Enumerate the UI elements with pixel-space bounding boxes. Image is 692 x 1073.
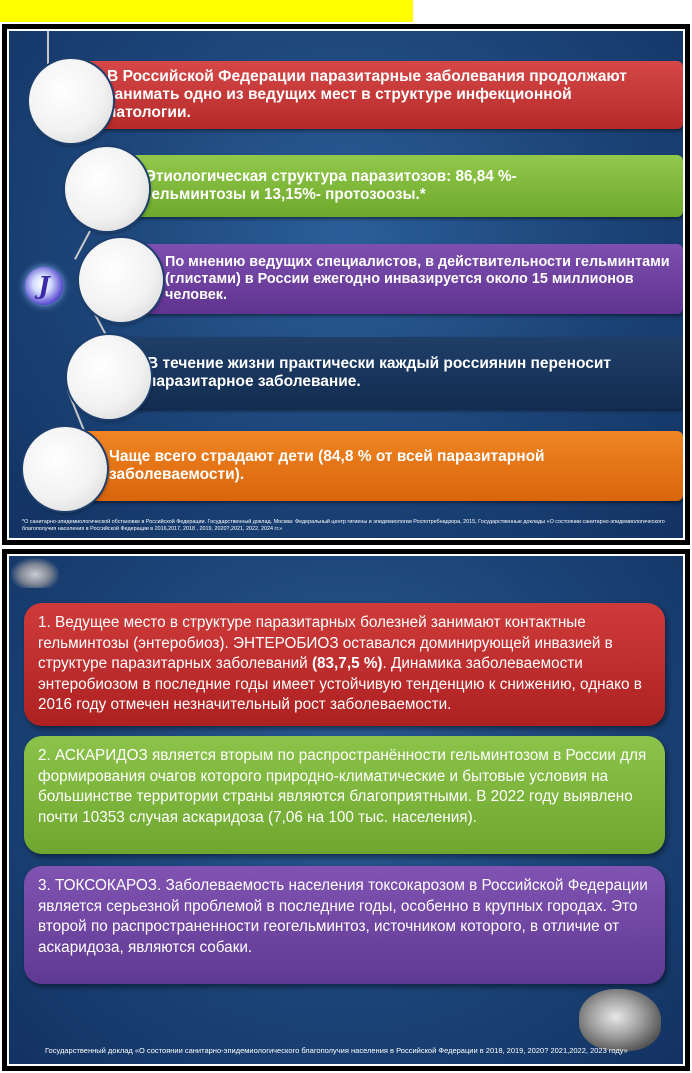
bullet-circle-1	[29, 59, 113, 143]
info-card-toxocariasis: 3. ТОКСОКАРОЗ. Заболеваемость населения …	[24, 866, 665, 984]
fact-band-3-text: По мнению ведущих специалистов, в действ…	[165, 253, 670, 304]
fact-band-2: Этиологическая структура паразитозов: 86…	[109, 155, 683, 217]
connector-line	[47, 31, 49, 71]
worm-image-top-left	[11, 558, 59, 588]
info-card-enterobiasis: 1. Ведущее место в структуре паразитарны…	[24, 603, 665, 726]
slide-2-footnote: Государственный доклад «О состоянии сани…	[45, 1046, 628, 1055]
info-card-2-text: 2. АСКАРИДОЗ является вторым по распрост…	[38, 747, 647, 826]
fact-band-4-text: В течение жизни практически каждый росси…	[147, 354, 611, 390]
slide-helminthiasis-details: 1. Ведущее место в структуре паразитарны…	[2, 549, 690, 1071]
fact-band-1: В Российской Федерации паразитарные забо…	[71, 61, 683, 129]
info-card-1-bold: (83,7,5 %)	[311, 655, 383, 672]
info-card-3-text: 3. ТОКСОКАРОЗ. Заболеваемость населения …	[38, 877, 648, 956]
fact-band-5-text: Чаще всего страдают дети (84,8 % от всей…	[109, 447, 545, 483]
bullet-circle-2	[65, 147, 149, 231]
fact-band-5: Чаще всего страдают дети (84,8 % от всей…	[69, 431, 683, 501]
worm-image-bottom-right	[579, 989, 661, 1051]
slide-1-content: В Российской Федерации паразитарные забо…	[7, 29, 685, 540]
info-card-1-text: 1. Ведущее место в структуре паразитарны…	[38, 614, 613, 672]
fact-band-1-text: В Российской Федерации паразитарные забо…	[107, 67, 627, 122]
yellow-highlight-bar	[0, 0, 413, 22]
j-logo-icon: J	[25, 267, 63, 305]
bullet-circle-4	[67, 335, 151, 419]
slide-1-footnote: *О санитарно-эпидемиологической обстанов…	[22, 519, 665, 532]
fact-band-3: По мнению ведущих специалистов, в действ…	[123, 244, 683, 314]
info-card-1-text-end: . Динамика заболеваемости энтеробиозом в…	[38, 655, 642, 713]
fact-band-2-text: Этиологическая структура паразитозов: 86…	[145, 168, 517, 203]
bullet-circle-5	[23, 427, 107, 511]
info-card-ascariasis: 2. АСКАРИДОЗ является вторым по распрост…	[24, 736, 665, 854]
fact-band-4: В течение жизни практически каждый росси…	[109, 337, 683, 409]
slide-parasitic-diseases-overview: В Российской Федерации паразитарные забо…	[2, 24, 690, 545]
bullet-circle-3	[79, 238, 163, 322]
slide-2-content: 1. Ведущее место в структуре паразитарны…	[7, 554, 685, 1066]
